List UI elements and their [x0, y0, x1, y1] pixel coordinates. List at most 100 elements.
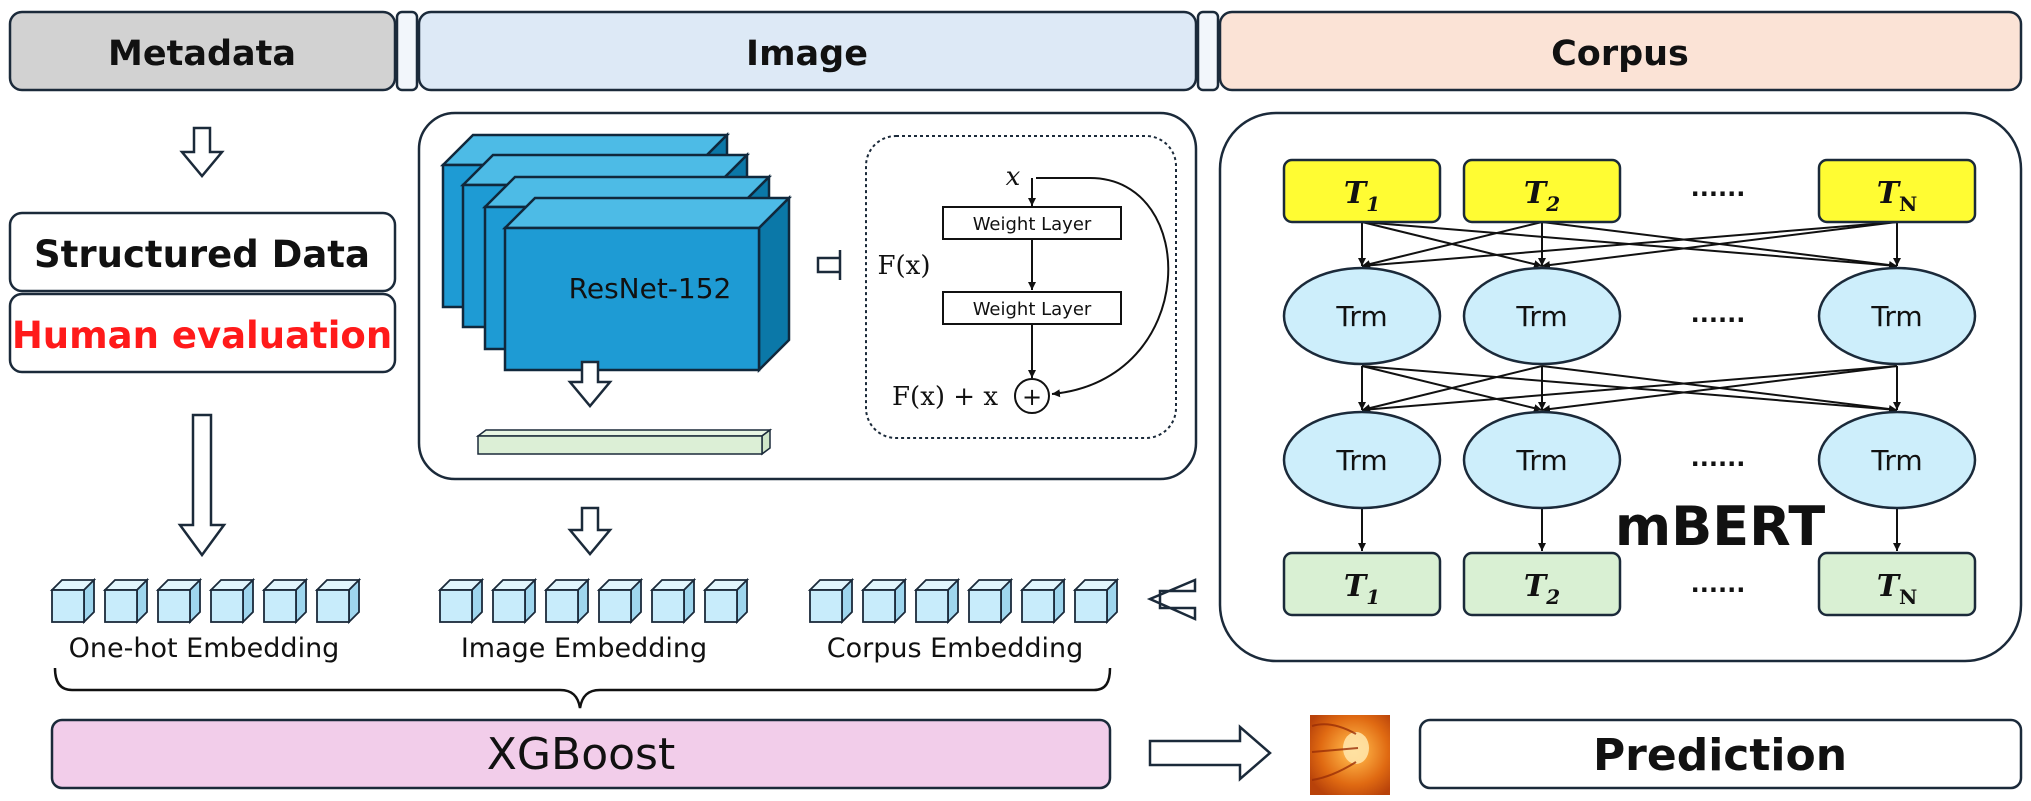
input-token: TN	[1817, 158, 1977, 224]
skip-connection	[1036, 177, 1170, 398]
output-token-label: T1	[1344, 569, 1380, 609]
add-node: +	[1014, 378, 1050, 414]
embedding-cube	[596, 577, 644, 625]
embedding-cube	[102, 577, 150, 625]
header-separator	[1196, 10, 1220, 92]
feature-vector-bar	[475, 428, 773, 456]
output-token-label: TN	[1877, 569, 1918, 609]
weight-layer-1: Weight Layer	[942, 206, 1122, 240]
embedding-cube	[649, 577, 697, 625]
embedding-cube	[49, 577, 97, 625]
left-arrow	[816, 250, 842, 280]
trm-label: Trm	[1515, 300, 1567, 333]
corpus-embedding-label: Corpus Embedding	[827, 633, 1084, 664]
embedding-cube	[155, 577, 203, 625]
human-evaluation-box: Human evaluation	[8, 292, 397, 374]
header-separator	[395, 10, 419, 92]
embedding-cube	[860, 577, 908, 625]
prediction-box: Prediction	[1418, 718, 2023, 790]
trm-node: Trm	[1282, 266, 1442, 366]
resnet-label: ResNet-152	[569, 272, 732, 305]
weight-layer-2: Weight Layer	[942, 291, 1122, 325]
ellipsis: ......	[1691, 570, 1746, 598]
arrow	[1361, 221, 1543, 268]
embedding-cube	[261, 577, 309, 625]
embedding-cubes	[49, 577, 1120, 625]
right-arrow	[1148, 724, 1272, 782]
ellipsis: ......	[1691, 300, 1746, 328]
structured-data-box: Structured Data	[8, 211, 397, 293]
down-arrow	[179, 126, 225, 178]
header-metadata: Metadata	[8, 10, 397, 92]
output-token: TN	[1817, 551, 1977, 617]
trm-label: Trm	[1870, 444, 1922, 477]
arrow	[1541, 221, 1898, 269]
ellipsis: ......	[1691, 444, 1746, 472]
embedding-cube	[913, 577, 961, 625]
embedding-cube	[966, 577, 1014, 625]
header-corpus: Corpus	[1218, 10, 2023, 92]
arrow	[1361, 365, 1898, 414]
weight-layer-2-label: Weight Layer	[973, 299, 1092, 320]
embedding-cube	[702, 577, 750, 625]
brace	[53, 667, 1112, 709]
prediction-label: Prediction	[1593, 730, 1847, 781]
trm-label: Trm	[1870, 300, 1922, 333]
onehot-embedding-label: One-hot Embedding	[69, 633, 340, 664]
embedding-cube	[490, 577, 538, 625]
weight-layer-1-label: Weight Layer	[973, 214, 1092, 235]
header-metadata-label: Metadata	[108, 34, 296, 74]
mbert-connections	[1358, 221, 1901, 551]
down-arrow	[177, 413, 227, 558]
resnet-block-stack	[439, 131, 793, 374]
arrow	[1361, 365, 1543, 412]
trm-node: Trm	[1817, 410, 1977, 510]
arrow	[1541, 365, 1898, 413]
trm-label: Trm	[1335, 300, 1387, 333]
residual-input-x: x	[1006, 162, 1021, 192]
input-token: T2	[1462, 158, 1622, 224]
output-token: T2	[1462, 551, 1622, 617]
arrow	[1361, 221, 1898, 270]
embedding-cube	[314, 577, 362, 625]
structured-data-label: Structured Data	[34, 233, 370, 276]
ellipsis: ......	[1691, 174, 1746, 202]
left-arrow	[1146, 578, 1197, 621]
embedding-cube	[1019, 577, 1067, 625]
xgboost-label: XGBoost	[487, 729, 675, 780]
trm-label: Trm	[1335, 444, 1387, 477]
fx-plus-x-label: F(x) + x	[892, 382, 998, 412]
trm-node: Trm	[1462, 410, 1622, 510]
embedding-cube	[437, 577, 485, 625]
fundus-image	[1310, 715, 1390, 795]
input-token-label: TN	[1877, 176, 1918, 216]
down-arrow	[567, 506, 613, 556]
output-token-label: T2	[1524, 569, 1560, 609]
plus-icon: +	[1022, 383, 1042, 411]
input-token-label: T1	[1344, 176, 1380, 216]
fx-label: F(x)	[878, 251, 931, 281]
input-token-label: T2	[1524, 176, 1560, 216]
xgboost-box: XGBoost	[50, 718, 1112, 790]
mbert-label: mBERT	[1615, 495, 1825, 558]
resnet-block	[501, 194, 793, 374]
input-token: T1	[1282, 158, 1442, 224]
trm-label: Trm	[1515, 444, 1567, 477]
header-image-label: Image	[746, 34, 868, 74]
down-arrow	[567, 360, 613, 408]
embedding-cube	[807, 577, 855, 625]
trm-node: Trm	[1817, 266, 1977, 366]
human-evaluation-label: Human evaluation	[12, 314, 392, 357]
embedding-cube	[208, 577, 256, 625]
trm-node: Trm	[1462, 266, 1622, 366]
image-embedding-label: Image Embedding	[461, 633, 707, 664]
trm-node: Trm	[1282, 410, 1442, 510]
embedding-cube	[1072, 577, 1120, 625]
header-corpus-label: Corpus	[1551, 34, 1689, 74]
output-token: T1	[1282, 551, 1442, 617]
header-image: Image	[417, 10, 1198, 92]
embedding-cube	[543, 577, 591, 625]
